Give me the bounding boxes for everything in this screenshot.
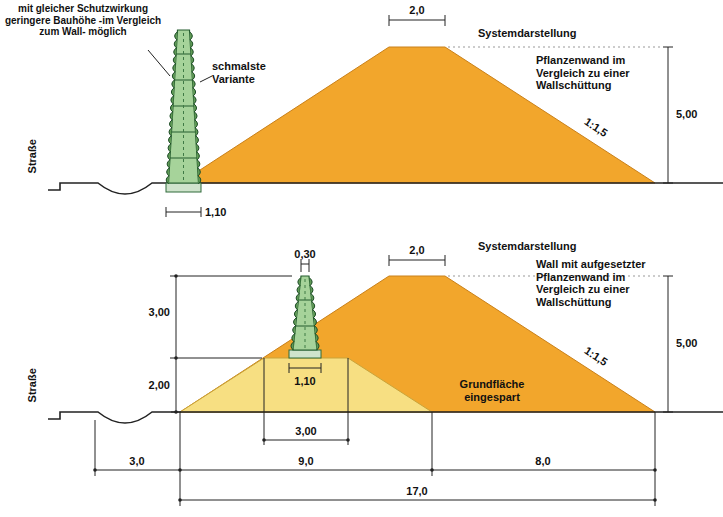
plant-leaf bbox=[298, 278, 301, 286]
dimension-label: Grundfläche eingespart bbox=[452, 378, 532, 403]
dimension-ticks bbox=[93, 274, 657, 502]
plant-leaf bbox=[195, 120, 198, 128]
plant-leaf bbox=[190, 32, 193, 40]
plant-leaf bbox=[296, 294, 299, 302]
plant-wall bbox=[291, 276, 319, 350]
rotated-label: Straße bbox=[26, 131, 39, 181]
ground-line bbox=[48, 183, 723, 194]
dimension-label: 5,00 bbox=[676, 337, 716, 350]
plant-leaf bbox=[311, 294, 314, 302]
plant-leaf bbox=[196, 136, 199, 144]
ground-line bbox=[48, 412, 723, 423]
dimension-label: 0,30 bbox=[288, 248, 322, 261]
dimension-label: 5,00 bbox=[676, 108, 716, 121]
dimension-lines bbox=[95, 255, 673, 506]
plant-leaf bbox=[166, 176, 169, 184]
leader-line bbox=[200, 76, 212, 82]
plant-leaf bbox=[198, 168, 201, 176]
plant-wall-body bbox=[169, 30, 199, 183]
plant-leaf bbox=[313, 310, 316, 318]
dimension-label: 8,0 bbox=[523, 455, 563, 468]
plant-leaf bbox=[312, 302, 315, 310]
plant-leaf bbox=[192, 72, 195, 80]
plant-leaf bbox=[193, 80, 196, 88]
note-text: mit gleicher Schutzwirkung geringere Bau… bbox=[3, 3, 163, 38]
plant-leaf bbox=[295, 302, 298, 310]
plant-leaf bbox=[294, 310, 297, 318]
dimension-label: 2,0 bbox=[397, 4, 437, 17]
dimension-label: 9,0 bbox=[286, 455, 326, 468]
plant-leaf bbox=[315, 326, 318, 334]
dimension-lines bbox=[166, 15, 673, 217]
plant-leaf bbox=[174, 48, 177, 56]
plant-leaf bbox=[193, 88, 196, 96]
dimension-label: 2,00 bbox=[128, 379, 170, 392]
dimension-label: 3,00 bbox=[286, 425, 326, 438]
plant-leaf bbox=[190, 40, 193, 48]
dimension-label: 2,0 bbox=[397, 244, 437, 257]
foundation-plate bbox=[289, 350, 321, 358]
dimension-label: Systemdarstellung bbox=[478, 27, 598, 40]
plant-leaf bbox=[195, 112, 198, 120]
plant-leaf bbox=[297, 286, 300, 294]
plant-leaf bbox=[196, 144, 199, 152]
plant-leaf bbox=[171, 96, 174, 104]
plant-leaf bbox=[173, 56, 176, 64]
plant-leaf bbox=[169, 128, 172, 136]
plant-leaf bbox=[316, 334, 319, 342]
plant-wall-band bbox=[170, 158, 197, 159]
plant-leaf bbox=[173, 64, 176, 72]
plant-leaf bbox=[310, 278, 313, 286]
dimension-label: 3,00 bbox=[128, 306, 170, 319]
dimension-label: 3,0 bbox=[117, 455, 157, 468]
dimension-label: Systemdarstellung bbox=[478, 240, 598, 253]
rotated-label: Straße bbox=[26, 360, 39, 410]
plant-leaf bbox=[194, 104, 197, 112]
plant-leaf bbox=[167, 168, 170, 176]
dimension-label: 17,0 bbox=[397, 485, 437, 498]
plant-leaf bbox=[197, 160, 200, 168]
plant-wall-band bbox=[175, 80, 193, 81]
plant-leaf bbox=[192, 64, 195, 72]
dimension-label: schmalste Variante bbox=[212, 60, 276, 85]
plant-leaf bbox=[174, 40, 177, 48]
plant-leaf bbox=[197, 152, 200, 160]
plant-leaf bbox=[169, 136, 172, 144]
plant-leaf bbox=[191, 56, 194, 64]
plant-leaf bbox=[194, 96, 197, 104]
plant-wall-band bbox=[296, 326, 315, 327]
plant-leaf bbox=[317, 342, 320, 350]
plant-leaf bbox=[292, 334, 295, 342]
plant-leaf bbox=[170, 112, 173, 120]
plant-leaf bbox=[196, 128, 199, 136]
plant-leaf bbox=[168, 144, 171, 152]
plant-leaf bbox=[191, 48, 194, 56]
plant-leaf bbox=[293, 326, 296, 334]
plant-leaf bbox=[169, 120, 172, 128]
plant-leaf bbox=[314, 318, 317, 326]
plant-wall-body bbox=[293, 276, 317, 350]
leader-line bbox=[148, 50, 170, 76]
plant-leaf bbox=[170, 104, 173, 112]
plant-wall-core bbox=[183, 33, 184, 181]
plant-leaf bbox=[198, 176, 201, 184]
small-earth-wall bbox=[180, 358, 432, 412]
plant-leaf bbox=[172, 72, 175, 80]
plant-leaf bbox=[171, 88, 174, 96]
plant-wall bbox=[166, 30, 201, 184]
plant-leaf bbox=[291, 342, 294, 350]
dimension-label: 1,10 bbox=[205, 206, 245, 219]
plant-wall-core bbox=[305, 279, 306, 348]
plant-leaf bbox=[175, 32, 178, 40]
plant-leaf bbox=[311, 286, 314, 294]
dimension-label: 1,10 bbox=[285, 375, 325, 388]
dimension-label: Wall mit aufgesetzter Pflanzenwand im Ve… bbox=[536, 258, 660, 309]
plant-leaf bbox=[167, 160, 170, 168]
foundation-plate bbox=[166, 183, 201, 192]
plant-leaf bbox=[294, 318, 297, 326]
plant-leaf bbox=[168, 152, 171, 160]
dimension-label: Pflanzenwand im Vergleich zu einer Walls… bbox=[536, 54, 660, 92]
plant-leaf bbox=[172, 80, 175, 88]
